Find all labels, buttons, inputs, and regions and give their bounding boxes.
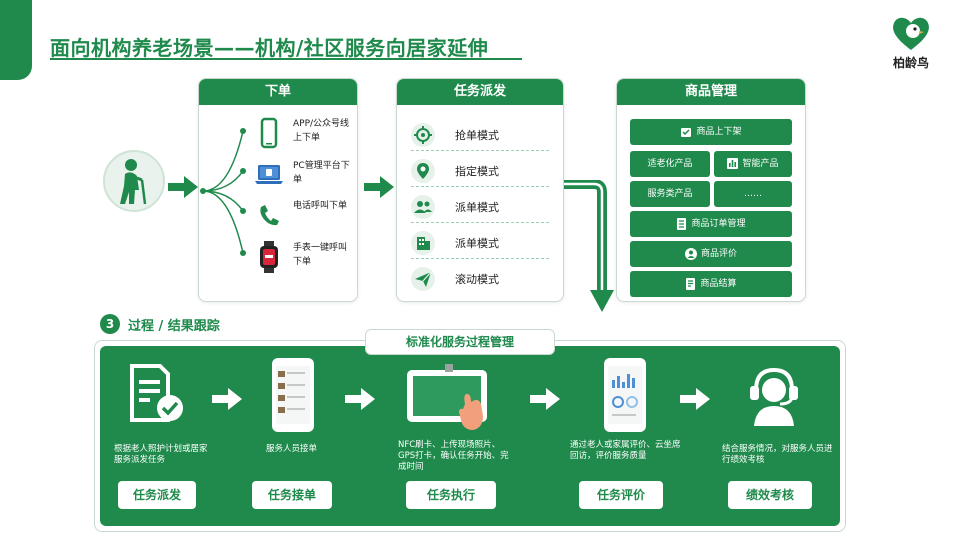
mobile-chart-icon (604, 358, 646, 432)
shelf-icon (681, 127, 692, 137)
standard-process-label: 标准化服务过程管理 (365, 329, 555, 355)
step-description: 通过老人或家属评价、云坐席回访，评价服务质量 (570, 440, 681, 461)
smartphone-icon (260, 117, 278, 149)
step-description: 服务人员接单 (266, 444, 318, 454)
logo-text: 柏龄鸟 (892, 56, 929, 70)
product-review-label: 商品评价 (700, 249, 737, 259)
dispatch-mode-label: 派单模式 (455, 201, 499, 214)
arrow-right-icon (680, 388, 710, 410)
dispatch-panel-title: 任务派发 (397, 79, 563, 105)
goods-panel-title: 商品管理 (617, 79, 805, 105)
smartwatch-icon (260, 241, 278, 273)
order-item-label: APP/公众号线上下单 (293, 119, 350, 143)
order-panel-title: 下单 (199, 79, 357, 105)
mobile-list-icon (272, 358, 314, 432)
dispatch-mode-roll[interactable]: 滚动模式 (411, 261, 549, 295)
aging-product-button[interactable]: 适老化产品 (630, 151, 710, 177)
dispatch-mode-assign[interactable]: 指定模式 (411, 153, 549, 187)
elder-person-icon (103, 150, 165, 212)
corner-accent (0, 0, 32, 80)
target-icon (411, 123, 435, 147)
user-circle-icon (684, 247, 697, 260)
section-title: 过程 / 结果跟踪 (128, 319, 220, 334)
arrow-right-icon (168, 176, 198, 198)
arrow-right-icon (212, 388, 242, 410)
arrow-right-icon (345, 388, 375, 410)
dispatch-mode-grab[interactable]: 抢单模式 (411, 117, 549, 151)
smart-product-label: 智能产品 (742, 159, 779, 169)
dispatch-panel: 任务派发 抢单模式 指定模式 派单模式 派单模式 滚动模式 (396, 78, 564, 302)
tracking-panel: 根据老人照护计划或居家服务派发任务 服务人员接单 NFC刷卡、上传现场照片、GP… (100, 346, 840, 526)
checklist-icon (130, 364, 183, 422)
step-description: NFC刷卡、上传现场照片、GPS打卡，确认任务开始、完成时间 (398, 440, 509, 472)
section-number: 3 (100, 314, 120, 334)
step-button-dispatch[interactable]: 任务派发 (118, 481, 196, 509)
product-orders-label: 商品订单管理 (691, 219, 746, 229)
dispatch-mode-label: 抢单模式 (455, 129, 499, 142)
step-button-accept[interactable]: 任务接单 (252, 481, 332, 509)
brand-logo: 柏龄鸟 (880, 14, 942, 72)
order-branch-lines (200, 128, 246, 256)
service-product-button[interactable]: 服务类产品 (630, 181, 710, 207)
goods-panel: 商品管理 商品上下架 适老化产品 智能产品 服务类产品 …… 商品订单管理 商品… (616, 78, 806, 302)
shelf-label: 商品上下架 (696, 127, 742, 137)
product-orders-button[interactable]: 商品订单管理 (630, 211, 792, 237)
step-description: 结合服务情况，对服务人员进行绩效考核 (722, 444, 833, 465)
shelf-button[interactable]: 商品上下架 (630, 119, 792, 145)
dispatch-mode-label: 派单模式 (455, 237, 499, 250)
bar-chart-icon (727, 158, 739, 169)
flow-down-arrow-icon (564, 180, 614, 312)
arrow-right-icon (364, 176, 394, 198)
laptop-icon (255, 165, 283, 184)
dispatch-mode-dispatch[interactable]: 派单模式 (411, 189, 549, 223)
order-item-label: 电话呼叫下单 (293, 201, 348, 211)
title-underline (50, 58, 522, 60)
page-title: 面向机构养老场景——机构/社区服务向居家延伸 (50, 36, 489, 60)
smart-product-button[interactable]: 智能产品 (714, 151, 792, 177)
building-icon (411, 231, 435, 255)
tablet-tap-icon (407, 364, 487, 430)
product-settle-label: 商品结算 (700, 279, 737, 289)
receipt-icon (686, 277, 696, 290)
aging-product-label: 适老化产品 (647, 159, 693, 169)
step-description: 根据老人照护计划或居家服务派发任务 (114, 444, 208, 465)
product-review-button[interactable]: 商品评价 (630, 241, 792, 267)
dispatch-mode-label: 滚动模式 (455, 273, 499, 286)
group-icon (411, 195, 435, 219)
order-panel: 下单 APP/公众号线上下单 PC管理平台下单 (198, 78, 358, 302)
location-pin-icon (411, 159, 435, 183)
step-button-assess[interactable]: 绩效考核 (728, 481, 812, 509)
paper-plane-icon (411, 267, 435, 291)
step-button-execute[interactable]: 任务执行 (406, 481, 496, 509)
order-item-label: 手表一键呼叫下单 (293, 243, 348, 267)
dispatch-mode-dispatch-org[interactable]: 派单模式 (411, 225, 549, 259)
headset-agent-icon (750, 367, 798, 426)
product-settle-button[interactable]: 商品结算 (630, 271, 792, 297)
document-list-icon (677, 217, 687, 230)
phone-call-icon (260, 205, 279, 226)
more-products-button[interactable]: …… (714, 181, 792, 207)
more-products-label: …… (744, 189, 762, 199)
dispatch-mode-label: 指定模式 (455, 165, 499, 178)
step-button-evaluate[interactable]: 任务评价 (579, 481, 663, 509)
service-product-label: 服务类产品 (647, 189, 693, 199)
arrow-right-icon (530, 388, 560, 410)
bird-heart-icon (893, 17, 929, 50)
order-item-label: PC管理平台下单 (293, 161, 350, 185)
